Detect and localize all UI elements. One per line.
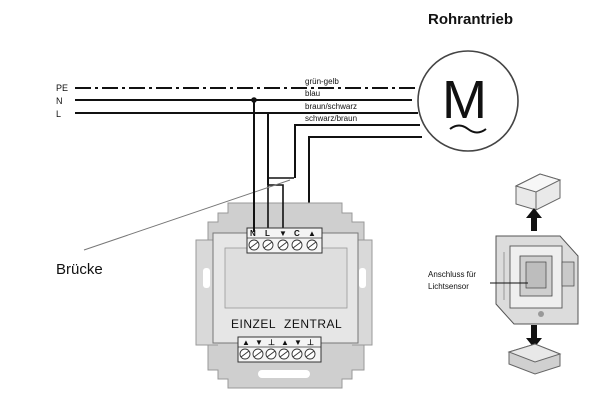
switch-module-icon: [495, 235, 579, 325]
cover-cap-icon: [514, 173, 562, 211]
sensor-label-line1: Anschluss für: [428, 270, 476, 279]
wire-label-braun-schwarz: braun/schwarz: [305, 102, 357, 111]
wire-schwarz-braun: [308, 136, 422, 232]
bottom-terminal-screws: [239, 348, 316, 360]
line-code-pe: PE: [56, 83, 68, 93]
bottom-terminal-label: ▲: [281, 338, 289, 347]
bridge-loop: [267, 177, 294, 185]
wire-braun-schwarz: [294, 124, 420, 178]
top-terminal-label: L: [265, 229, 270, 238]
motor-tilde: [449, 124, 487, 134]
diagram-title: Rohrantrieb: [428, 11, 513, 28]
top-terminal-label: ▲: [308, 229, 316, 238]
top-terminal-label: C: [294, 229, 300, 238]
arrow-down-icon: [526, 325, 542, 348]
sensor-label-line2: Lichtsensor: [428, 282, 469, 291]
wire-label-schwarz-braun: schwarz/braun: [305, 114, 357, 123]
bottom-cover-icon: [507, 343, 562, 375]
bottom-terminal-label: ▼: [294, 338, 302, 347]
top-terminal-block: N L ▼ C ▲: [246, 227, 323, 254]
mode-label-zentral: ZENTRAL: [284, 317, 342, 331]
bridge-pointer-line: [83, 179, 291, 251]
bottom-terminal-block: ▲ ▼ ⊥ ▲ ▼ ⊥: [237, 336, 322, 363]
wire-label-gruen-gelb: grün-gelb: [305, 77, 339, 86]
motor-letter: M: [442, 70, 487, 130]
wire-label-blau: blau: [305, 89, 320, 98]
bottom-terminal-label: ⊥: [268, 338, 275, 347]
bottom-terminal-label: ▲: [242, 338, 250, 347]
line-code-l: L: [56, 109, 61, 119]
bottom-terminal-label: ▼: [255, 338, 263, 347]
top-terminal-label: N: [250, 229, 256, 238]
mode-label-einzel: EINZEL: [231, 317, 276, 331]
top-terminal-label: ▼: [279, 229, 287, 238]
motor-symbol: M: [417, 50, 519, 152]
bottom-terminal-label: ⊥: [307, 338, 314, 347]
top-terminal-screws: [248, 239, 318, 251]
bridge-label: Brücke: [56, 261, 103, 278]
line-code-n: N: [56, 96, 63, 106]
arrow-up-icon: [526, 208, 542, 231]
